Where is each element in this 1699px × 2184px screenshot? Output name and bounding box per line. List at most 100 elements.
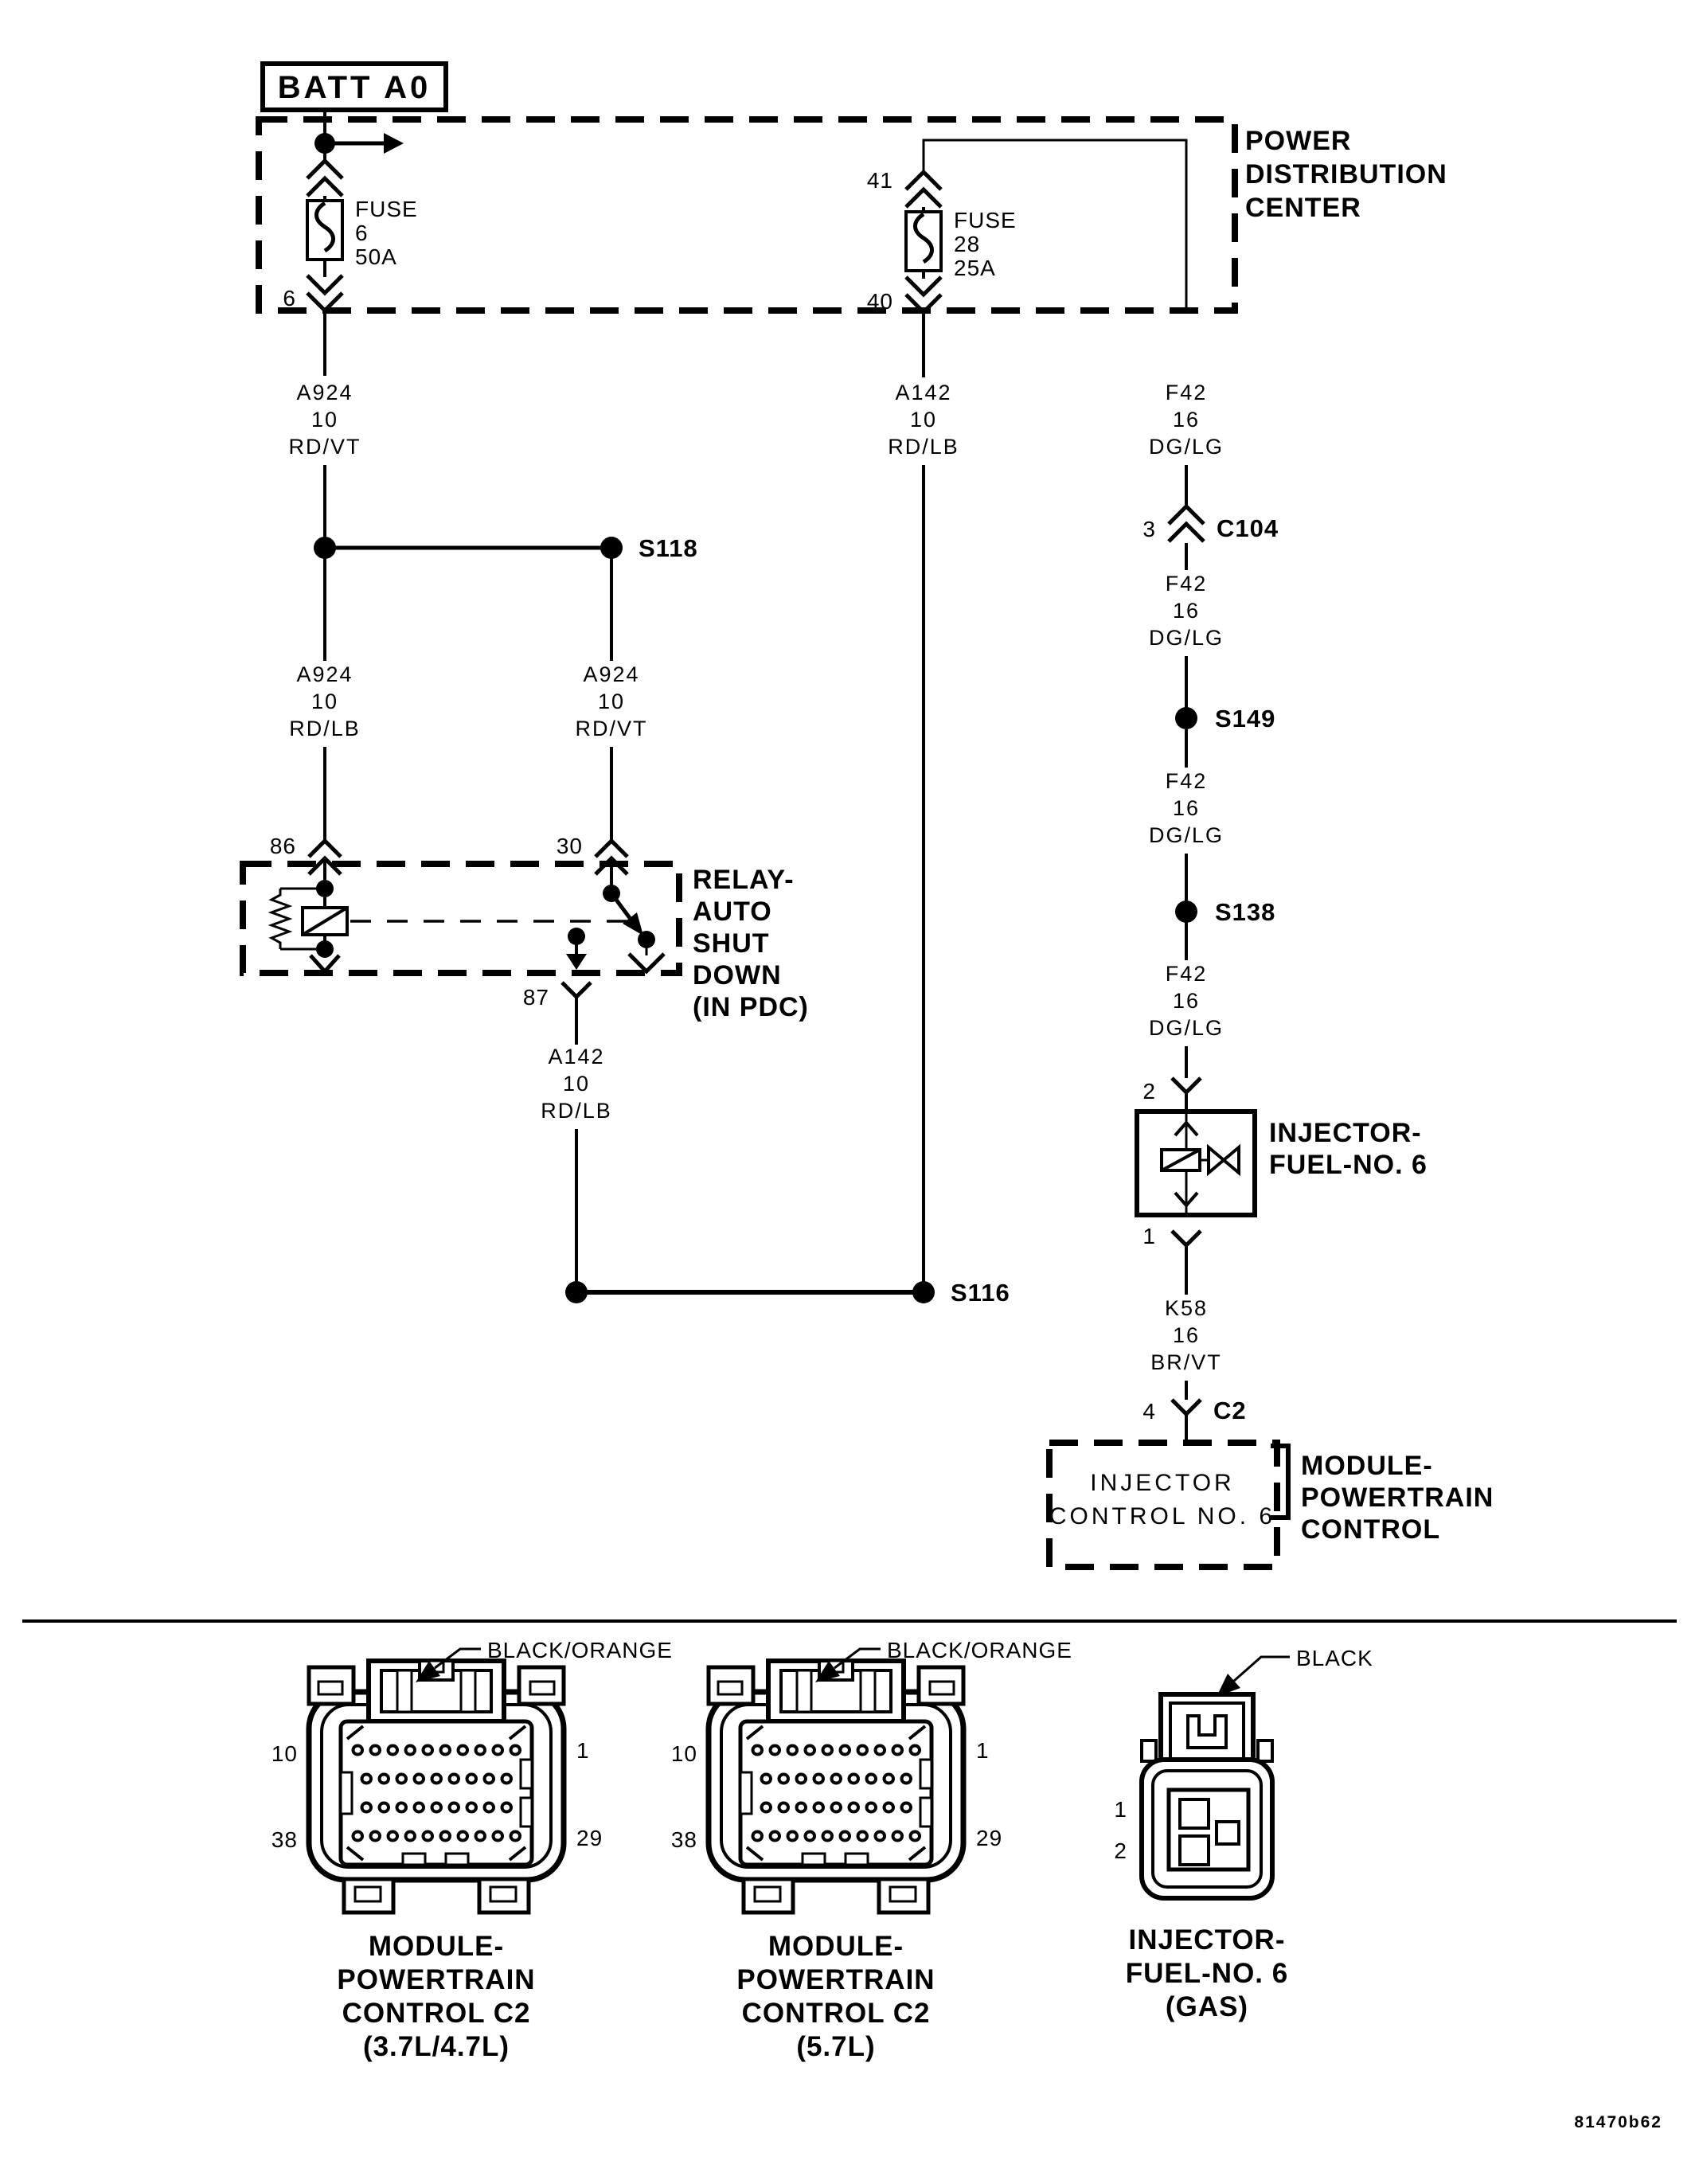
wire-gauge: 10 — [311, 408, 338, 432]
splice-name: S149 — [1215, 705, 1275, 733]
pin-number: 38 — [671, 1827, 697, 1852]
caption-line: POWERTRAIN — [337, 1964, 535, 1995]
pdc-internal-wire — [922, 139, 1188, 312]
connector-chevron-icon — [904, 275, 943, 298]
connector-pin: 4 — [1142, 1399, 1156, 1424]
pin-number: 2 — [1114, 1838, 1127, 1863]
relay-output-arrow-icon — [566, 954, 587, 970]
pcm-label-line: CONTROL — [1301, 1514, 1440, 1545]
wire-color: DG/LG — [1149, 823, 1224, 847]
junction-dot — [565, 1281, 588, 1303]
callout-arrow-icon — [416, 1661, 440, 1682]
splice-name: S116 — [951, 1279, 1010, 1307]
terminal-fork-icon — [1170, 1076, 1202, 1096]
pin-number: 29 — [976, 1826, 1002, 1850]
injector-pin-bottom: 1 — [1142, 1224, 1156, 1248]
fuse-rating: 50A — [355, 244, 397, 269]
connector-chevron-icon — [306, 274, 344, 296]
wire-gauge: 10 — [910, 408, 937, 432]
wire-code: A924 — [583, 662, 639, 686]
wire-code: F42 — [1166, 572, 1208, 596]
wire-a924-rdvt-main: A924 10 RD/VT — [289, 311, 360, 538]
wire-gauge: 16 — [1173, 408, 1200, 432]
fuse-pin-out: 40 — [867, 289, 893, 314]
wire-a924-rdvt-branch: A924 10 RD/VT 30 — [557, 557, 646, 858]
injector-valve-icon — [1207, 1143, 1227, 1177]
junction-dot — [314, 133, 335, 154]
fuse-pin-in: 41 — [867, 168, 893, 193]
callout-leader — [834, 1647, 881, 1670]
splice-dot — [600, 537, 623, 559]
wire-gauge: 10 — [598, 690, 625, 713]
pin-number: 10 — [271, 1741, 298, 1766]
pdc-dashed-box — [256, 116, 1238, 314]
pcm-label-line: MODULE- — [1301, 1451, 1433, 1481]
pcm-dashed-box — [1046, 1440, 1280, 1570]
connector-name: C104 — [1217, 514, 1279, 542]
wire-color-callout: BLACK/ORANGE — [887, 1638, 1072, 1662]
wire-gauge: 16 — [1173, 1323, 1200, 1347]
wire-color: DG/LG — [1149, 1016, 1224, 1040]
connector-wing-right — [1256, 1739, 1274, 1763]
relay-label-line: AUTO — [693, 897, 772, 927]
callout-arrow-icon — [815, 1661, 840, 1682]
inline-connector-c2: 4 C2 — [1142, 1397, 1245, 1424]
battery-feed-label: BATT A0 — [278, 70, 431, 105]
wire-color-callout: BLACK/ORANGE — [487, 1638, 673, 1662]
fuel-injector-6: 2 INJECTOR- FUEL-NO. 6 1 — [1135, 1076, 1428, 1248]
connector-pin: 3 — [1142, 517, 1156, 541]
injector-label-line: FUEL-NO. 6 — [1269, 1150, 1428, 1180]
pdc-label-line: CENTER — [1245, 193, 1361, 223]
terminal-fork-icon — [1170, 1229, 1202, 1248]
connector-view-pcm-37-47: BLACK/ORANGE 10 1 38 29 MODULE- POWERTRA… — [271, 1638, 673, 2062]
fuse-6: FUSE 6 50A 6 — [283, 153, 417, 314]
relay-switch-arrow-icon — [623, 912, 643, 936]
wire-gauge: 16 — [1173, 989, 1200, 1013]
callout-arrow-icon — [1217, 1674, 1240, 1697]
wire-a142-rdlb-branch: A142 10 RD/LB — [541, 997, 611, 1292]
fuse-pin-out: 6 — [283, 286, 296, 311]
fuse-28: 41 FUSE 28 25A 40 — [867, 139, 1188, 315]
pdc-label-line: POWER — [1245, 126, 1351, 156]
battery-feed-box — [260, 61, 448, 112]
pin-number: 1 — [1114, 1797, 1127, 1822]
relay-resistor-icon — [268, 889, 293, 949]
pin-number: 1 — [576, 1738, 590, 1763]
wire-f42-chain: F42 16 DG/LG 3 C104 F42 16 DG/LG S149 F4… — [1142, 381, 1279, 1078]
wire-code: F42 — [1166, 962, 1208, 986]
wire-code: A924 — [296, 381, 353, 404]
injector-valve-icon — [1221, 1143, 1240, 1177]
pin-slot-key — [1215, 1820, 1240, 1846]
callout-leader — [1233, 1655, 1290, 1682]
splice-s138: S138 — [1175, 898, 1275, 926]
wire-color: BR/VT — [1150, 1350, 1222, 1374]
fuse-rating: 25A — [954, 256, 996, 280]
caption-line: MODULE- — [768, 1931, 904, 1962]
connector-chevron-icon — [309, 954, 341, 975]
relay-label-line: RELAY- — [693, 865, 795, 895]
relay-switch-arm — [609, 892, 632, 920]
relay-label-line: (IN PDC) — [693, 992, 809, 1022]
wire-code: F42 — [1166, 381, 1208, 404]
relay-dashed-box — [240, 861, 682, 976]
connector-chevron-icon — [307, 855, 342, 876]
pin-number: 1 — [976, 1738, 990, 1763]
connector-chevron-icon — [627, 952, 666, 975]
pin-slot-2 — [1178, 1834, 1210, 1866]
connector-chevron-icon — [904, 169, 943, 191]
pin-number: 29 — [576, 1826, 603, 1850]
splice-name: S138 — [1215, 898, 1275, 926]
connector-wing-left — [1140, 1739, 1158, 1763]
pdc-label-line: DISTRIBUTION — [1245, 159, 1447, 189]
wire-a142-rdlb-main: A142 10 RD/LB — [888, 312, 958, 1282]
arrow-icon — [1174, 1119, 1199, 1137]
splice-s149: S149 — [1175, 705, 1275, 733]
fuse-element-icon — [314, 201, 335, 253]
pin-number: 38 — [271, 1827, 298, 1852]
wire-code: F42 — [1166, 769, 1208, 793]
asd-relay: RELAY- AUTO SHUT DOWN (IN PDC) 87 — [240, 855, 809, 1022]
relay-pin-87: 87 — [523, 985, 549, 1010]
wire-code: A142 — [895, 381, 951, 404]
